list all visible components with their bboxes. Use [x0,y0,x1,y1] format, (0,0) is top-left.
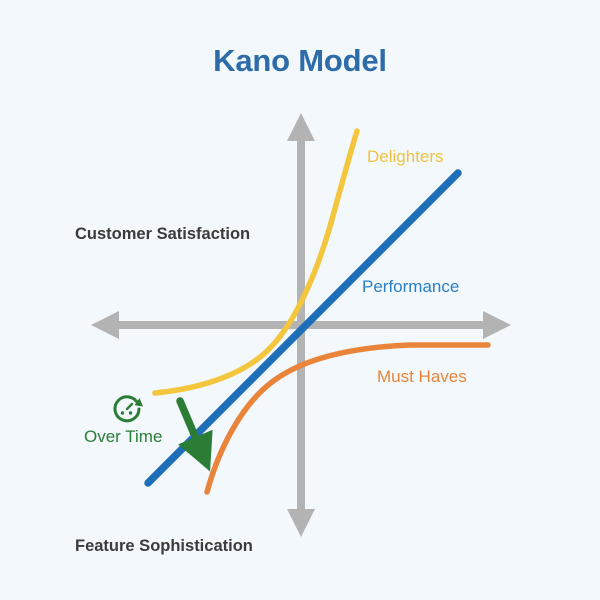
performance-curve-label: Performance [362,277,460,296]
delighters-curve-label: Delighters [367,147,444,166]
y-axis-label: Customer Satisfaction [75,225,251,243]
must-haves-curve-label: Must Haves [377,367,467,386]
page-title: Kano Model [213,43,387,78]
y-axis-arrow-up [287,113,315,141]
over-time-arrow [176,397,213,472]
must-haves-curve [204,342,491,495]
delighters-curve [152,128,360,396]
clock-rotate-icon [113,395,143,423]
x-axis-label: Feature Sophistication [75,537,253,555]
over-time-annotation-label: Over Time [84,427,163,446]
y-axis-arrow-down [287,509,315,537]
x-axis-arrow-left [91,311,119,339]
x-axis-arrow-right [483,311,511,339]
